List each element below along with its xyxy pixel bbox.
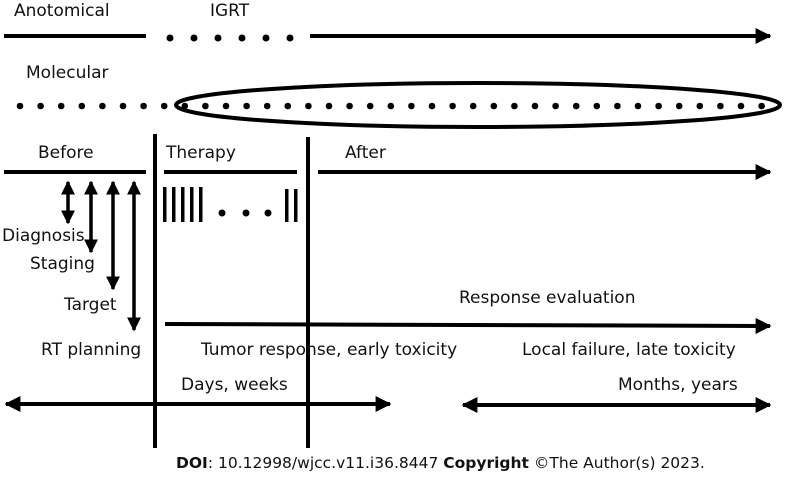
molecular-dot	[737, 102, 745, 110]
molecular-label: Molecular	[26, 63, 109, 83]
response-evaluation-label: Response evaluation	[459, 288, 636, 308]
molecular-dot	[428, 102, 436, 110]
molecular-dot	[614, 102, 621, 110]
months-years-label: Months, years	[618, 375, 738, 395]
doi-value: : 10.12998/wjcc.v11.i36.8447	[207, 454, 444, 472]
citation-footer: DOI: 10.12998/wjcc.v11.i36.8447 Copyrigh…	[176, 454, 705, 472]
molecular-dot	[675, 102, 683, 110]
late-response-label: Local failure, late toxicity	[522, 340, 736, 360]
molecular-dot	[222, 102, 230, 110]
molecular-dot	[99, 102, 106, 110]
rt-planning-label: RT planning	[41, 340, 142, 360]
molecular-dot	[305, 102, 312, 110]
molecular-dot	[325, 102, 333, 110]
molecular-dot	[490, 102, 498, 110]
after-label: After	[345, 143, 386, 163]
molecular-dot	[346, 102, 353, 110]
igrt-dots	[166, 34, 294, 42]
molecular-dot	[531, 102, 539, 110]
molecular-dot	[408, 102, 415, 110]
molecular-dot	[449, 102, 456, 110]
molecular-dot	[758, 102, 765, 110]
staging-label: Staging	[30, 254, 95, 274]
molecular-dot	[387, 102, 395, 110]
molecular-dot	[696, 102, 704, 110]
molecular-dot	[634, 102, 642, 110]
molecular-dot	[16, 102, 24, 110]
before-label: Before	[38, 143, 94, 163]
early-response-label: Tumor response, early toxicity	[201, 340, 458, 360]
molecular-dot	[593, 102, 601, 110]
molecular-dot	[284, 102, 292, 110]
molecular-dot	[57, 102, 65, 110]
therapy-label: Therapy	[166, 143, 236, 163]
diagnosis-label: Diagnosis	[2, 226, 85, 246]
therapy-fractions	[163, 187, 298, 222]
molecular-dot	[202, 102, 209, 110]
igrt-label: IGRT	[210, 1, 250, 21]
days-weeks-label: Days, weeks	[181, 375, 288, 395]
molecular-dot	[511, 102, 518, 110]
molecular-dot	[717, 102, 724, 110]
target-label: Target	[64, 295, 117, 315]
doi-label: DOI	[176, 454, 208, 472]
molecular-dot	[119, 102, 127, 110]
copyright-label: Copyright	[443, 454, 529, 472]
molecular-dot	[263, 102, 271, 110]
molecular-ellipse	[174, 81, 782, 129]
response-arrow	[164, 317, 772, 334]
molecular-dot	[469, 102, 477, 110]
molecular-dot	[243, 102, 250, 110]
molecular-dots	[16, 102, 765, 110]
molecular-dot	[37, 102, 44, 110]
anatomical-label: Anotomical	[14, 1, 110, 21]
molecular-dot	[572, 102, 580, 110]
molecular-dot	[78, 102, 86, 110]
molecular-dot	[655, 102, 662, 110]
molecular-dot	[366, 102, 374, 110]
molecular-dot	[552, 102, 559, 110]
molecular-dot	[160, 102, 168, 110]
copyright-value: ©The Author(s) 2023.	[528, 454, 705, 472]
molecular-dot	[140, 102, 147, 110]
